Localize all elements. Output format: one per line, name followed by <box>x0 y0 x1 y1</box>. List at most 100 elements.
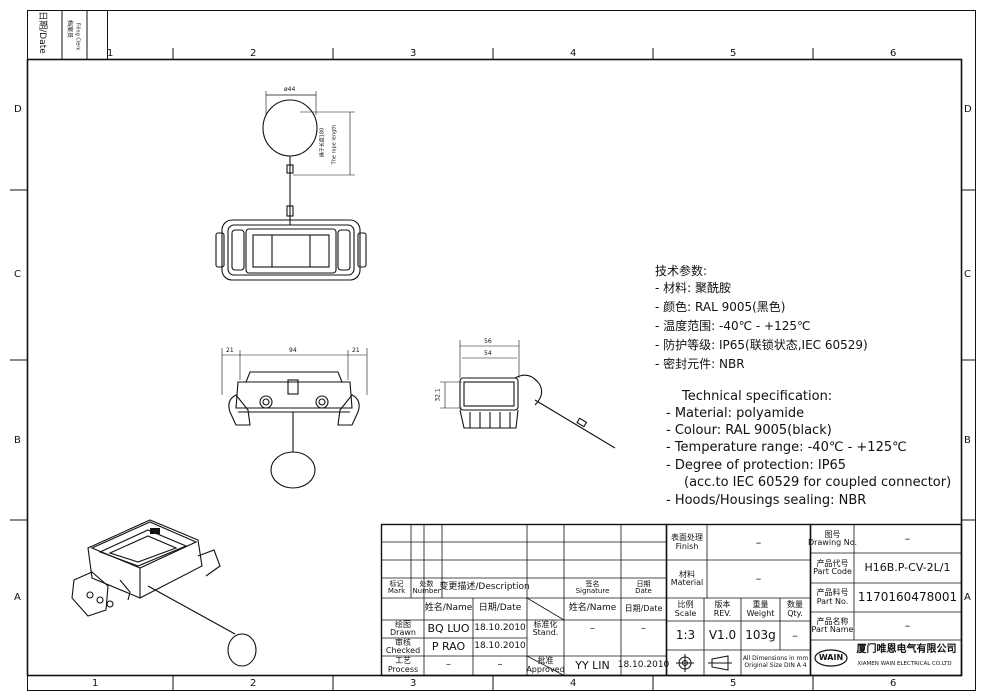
approved-date: 18.10.2010 <box>617 659 670 670</box>
spec-en-line: - Degree of protection: IP65 <box>666 458 847 473</box>
side-view <box>440 340 616 449</box>
front-view <box>221 348 368 489</box>
row-label: D <box>14 104 22 115</box>
dim-side-height: 32.1 <box>434 388 442 402</box>
row-label: D <box>964 104 972 115</box>
spec-cn-line: - 材料: 聚酰胺 <box>655 281 732 295</box>
spec-en-heading: Technical specification: <box>682 389 833 404</box>
column-label: 1 <box>92 678 99 689</box>
wain-logo-icon <box>814 649 848 667</box>
top-view <box>215 91 367 281</box>
drawing-no-value: – <box>904 532 911 546</box>
column-label: 4 <box>570 48 577 59</box>
spec-en-line: - Hoods/Housings sealing: NBR <box>666 493 867 508</box>
column-label: 6 <box>890 678 897 689</box>
dim-front-left: 21 <box>226 347 234 354</box>
column-label: 6 <box>890 48 897 59</box>
dim-rope-length-cn: 绳子长度180 <box>319 127 326 158</box>
dim-front-mid: 94 <box>289 347 297 354</box>
finish-value: – <box>755 535 762 549</box>
projection-symbol-icon <box>676 654 732 672</box>
scale-value: 1:3 <box>675 628 696 643</box>
checked-date: 18.10.2010 <box>474 641 526 652</box>
dim-side-inner: 54 <box>484 350 492 357</box>
spec-cn-heading: 技术参数: <box>655 264 708 278</box>
material-value: – <box>755 572 762 586</box>
spec-cn-line: - 温度范围: -40℃ - +125℃ <box>655 319 811 333</box>
spec-en-line: - Colour: RAL 9005(black) <box>666 423 832 438</box>
sign-date-header: 日期/Date <box>478 603 522 614</box>
filing-clerk-label-en: Filing Clerk <box>74 22 81 51</box>
sign-date-header: 日期/Date <box>624 603 663 613</box>
row-label: B <box>964 435 971 446</box>
qty-value: – <box>792 628 798 642</box>
sign-name-header: 姓名/Name <box>424 603 473 614</box>
process-name: – <box>446 659 451 671</box>
filing-date-label: 日期/Date <box>36 11 47 54</box>
column-label: 5 <box>730 678 737 689</box>
row-label: C <box>14 269 21 280</box>
column-label: 2 <box>250 48 257 59</box>
row-label: C <box>964 269 971 280</box>
filing-corner-box <box>27 10 108 60</box>
isometric-view <box>71 519 257 667</box>
process-date: – <box>497 659 503 671</box>
logo-text: WAIN <box>818 652 844 662</box>
spec-cn-line: - 颜色: RAL 9005(黑色) <box>655 300 786 314</box>
dim-rope-length-en: The rope length <box>331 124 338 165</box>
weight-value: 103g <box>745 628 776 643</box>
dim-front-right: 21 <box>352 347 360 354</box>
spec-en-line: (acc.to IEC 60529 for coupled connector) <box>684 475 952 490</box>
part-code-value: H16B.P-CV-2L/1 <box>864 561 951 575</box>
standard-name: – <box>590 622 595 634</box>
spec-en-line: - Material: polyamide <box>666 406 805 421</box>
spec-cn-line: - 密封元件: NBR <box>655 357 745 371</box>
column-label: 1 <box>107 48 114 59</box>
spec-en-line: - Temperature range: -40℃ - +125℃ <box>666 440 907 455</box>
column-label: 3 <box>410 48 417 59</box>
drawn-name: BQ LUO <box>427 622 470 636</box>
spec-cn-line: - 防护等级: IP65(联锁状态,IEC 60529) <box>655 338 868 352</box>
company-name-en: XIAMEN WAIN ELECTRICAL CO.LTD <box>857 661 952 668</box>
column-label: 3 <box>410 678 417 689</box>
rev-description-header: 变更描述/Description <box>439 582 530 593</box>
tables <box>380 523 963 677</box>
sign-name-header: 姓名/Name <box>568 603 617 614</box>
column-label: 4 <box>570 678 577 689</box>
rev-value: V1.0 <box>708 628 737 643</box>
dim-diameter: ø44 <box>284 86 296 93</box>
column-label: 5 <box>730 48 737 59</box>
checked-name: P RAO <box>431 640 466 654</box>
dim-side-outer: 56 <box>484 338 492 345</box>
drawn-date: 18.10.2010 <box>474 623 526 634</box>
row-label: A <box>14 592 21 603</box>
company-name-cn: 厦门唯恩电气有限公司 <box>856 644 957 656</box>
approved-name: YY LIN <box>575 658 610 672</box>
part-name-value: – <box>904 619 911 633</box>
standard-date: – <box>641 622 646 634</box>
row-label: B <box>14 435 21 446</box>
filing-clerk-label-cn: 档案员 <box>66 19 74 39</box>
part-no-value: 1170160478001 <box>857 590 958 605</box>
